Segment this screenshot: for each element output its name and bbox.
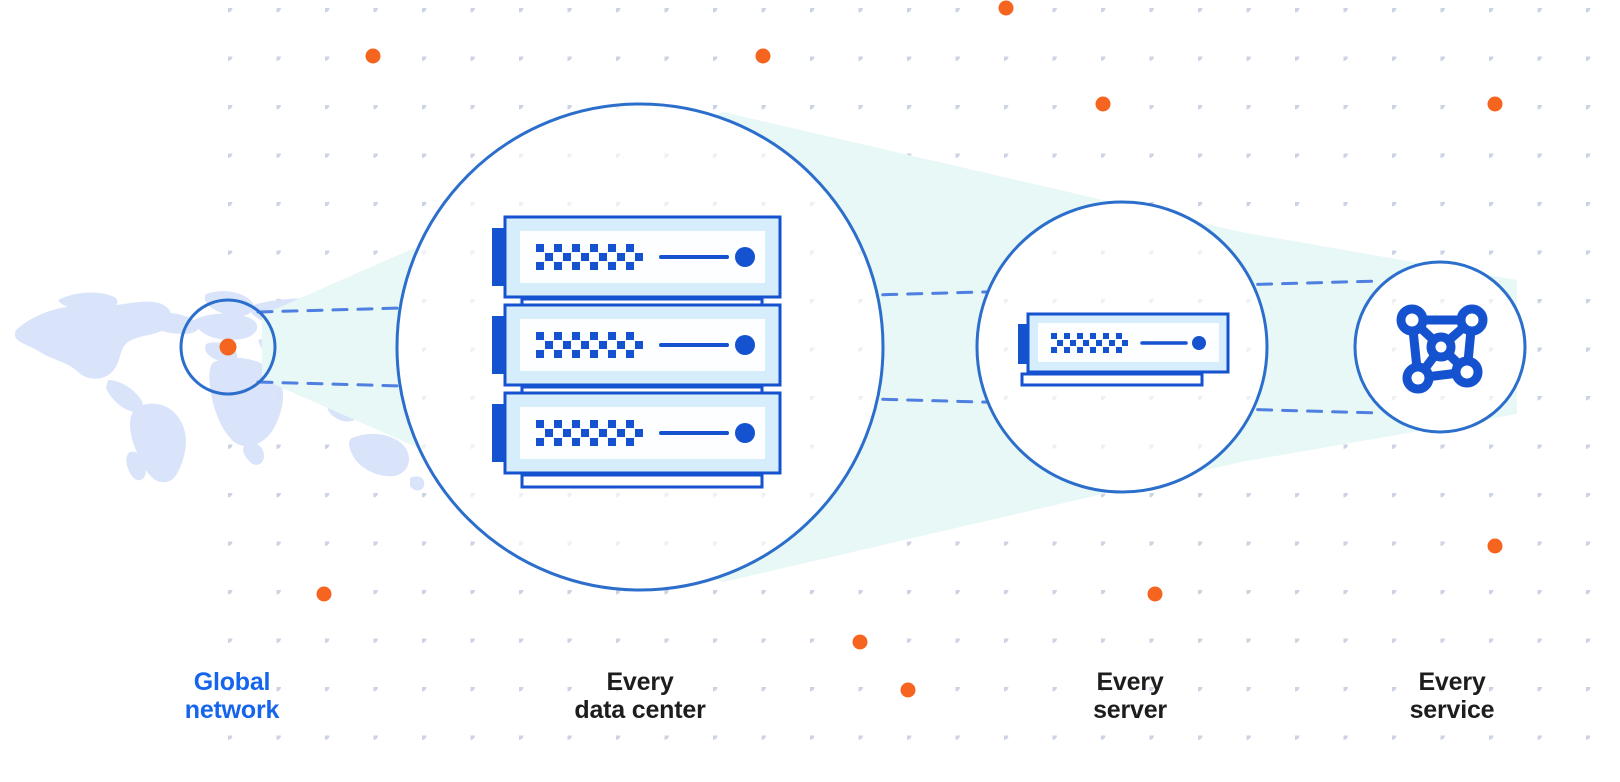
vent-grid-3: [536, 420, 643, 446]
rack-base: [520, 473, 764, 489]
map-location-dot: [219, 338, 237, 356]
accent-dot: [1487, 538, 1503, 554]
server-vent-grid: [1051, 333, 1128, 353]
label-global-network: Global network: [184, 668, 280, 724]
vent-grid-1: [536, 244, 643, 270]
accent-dot: [998, 0, 1014, 16]
server-unit-1: [492, 215, 782, 313]
network-mesh-icon: [1396, 304, 1488, 394]
accent-dot: [755, 48, 771, 64]
accent-dots: [316, 0, 1503, 698]
vent-grid-2: [536, 332, 643, 358]
accent-dot: [900, 682, 916, 698]
accent-dot: [852, 634, 868, 650]
accent-dot: [316, 586, 332, 602]
mesh-node-top-left: [1396, 304, 1428, 336]
label-every-data-center: Every data center: [574, 668, 706, 724]
accent-dot: [1095, 96, 1111, 112]
server-panel: [1038, 323, 1219, 362]
server-base: [1020, 372, 1204, 387]
label-every-server: Every server: [1093, 668, 1167, 724]
accent-dot: [1487, 96, 1503, 112]
server-led: [1192, 336, 1206, 350]
accent-dot: [365, 48, 381, 64]
single-server: [1018, 312, 1230, 387]
rack-led-1: [735, 247, 755, 267]
accent-dot: [1147, 586, 1163, 602]
server-rack: [492, 215, 782, 489]
mesh-node-bot-right: [1451, 356, 1483, 388]
mesh-node-bot-left: [1402, 362, 1434, 394]
server-unit-2: [492, 303, 782, 401]
mesh-nodes: [1396, 304, 1488, 394]
mesh-node-center: [1426, 332, 1456, 362]
label-every-service: Every service: [1409, 668, 1495, 724]
circle-map-region: [179, 298, 277, 396]
server-unit-3: [492, 391, 782, 489]
mesh-node-top-right: [1456, 304, 1488, 336]
rack-led-3: [735, 423, 755, 443]
rack-led-2: [735, 335, 755, 355]
